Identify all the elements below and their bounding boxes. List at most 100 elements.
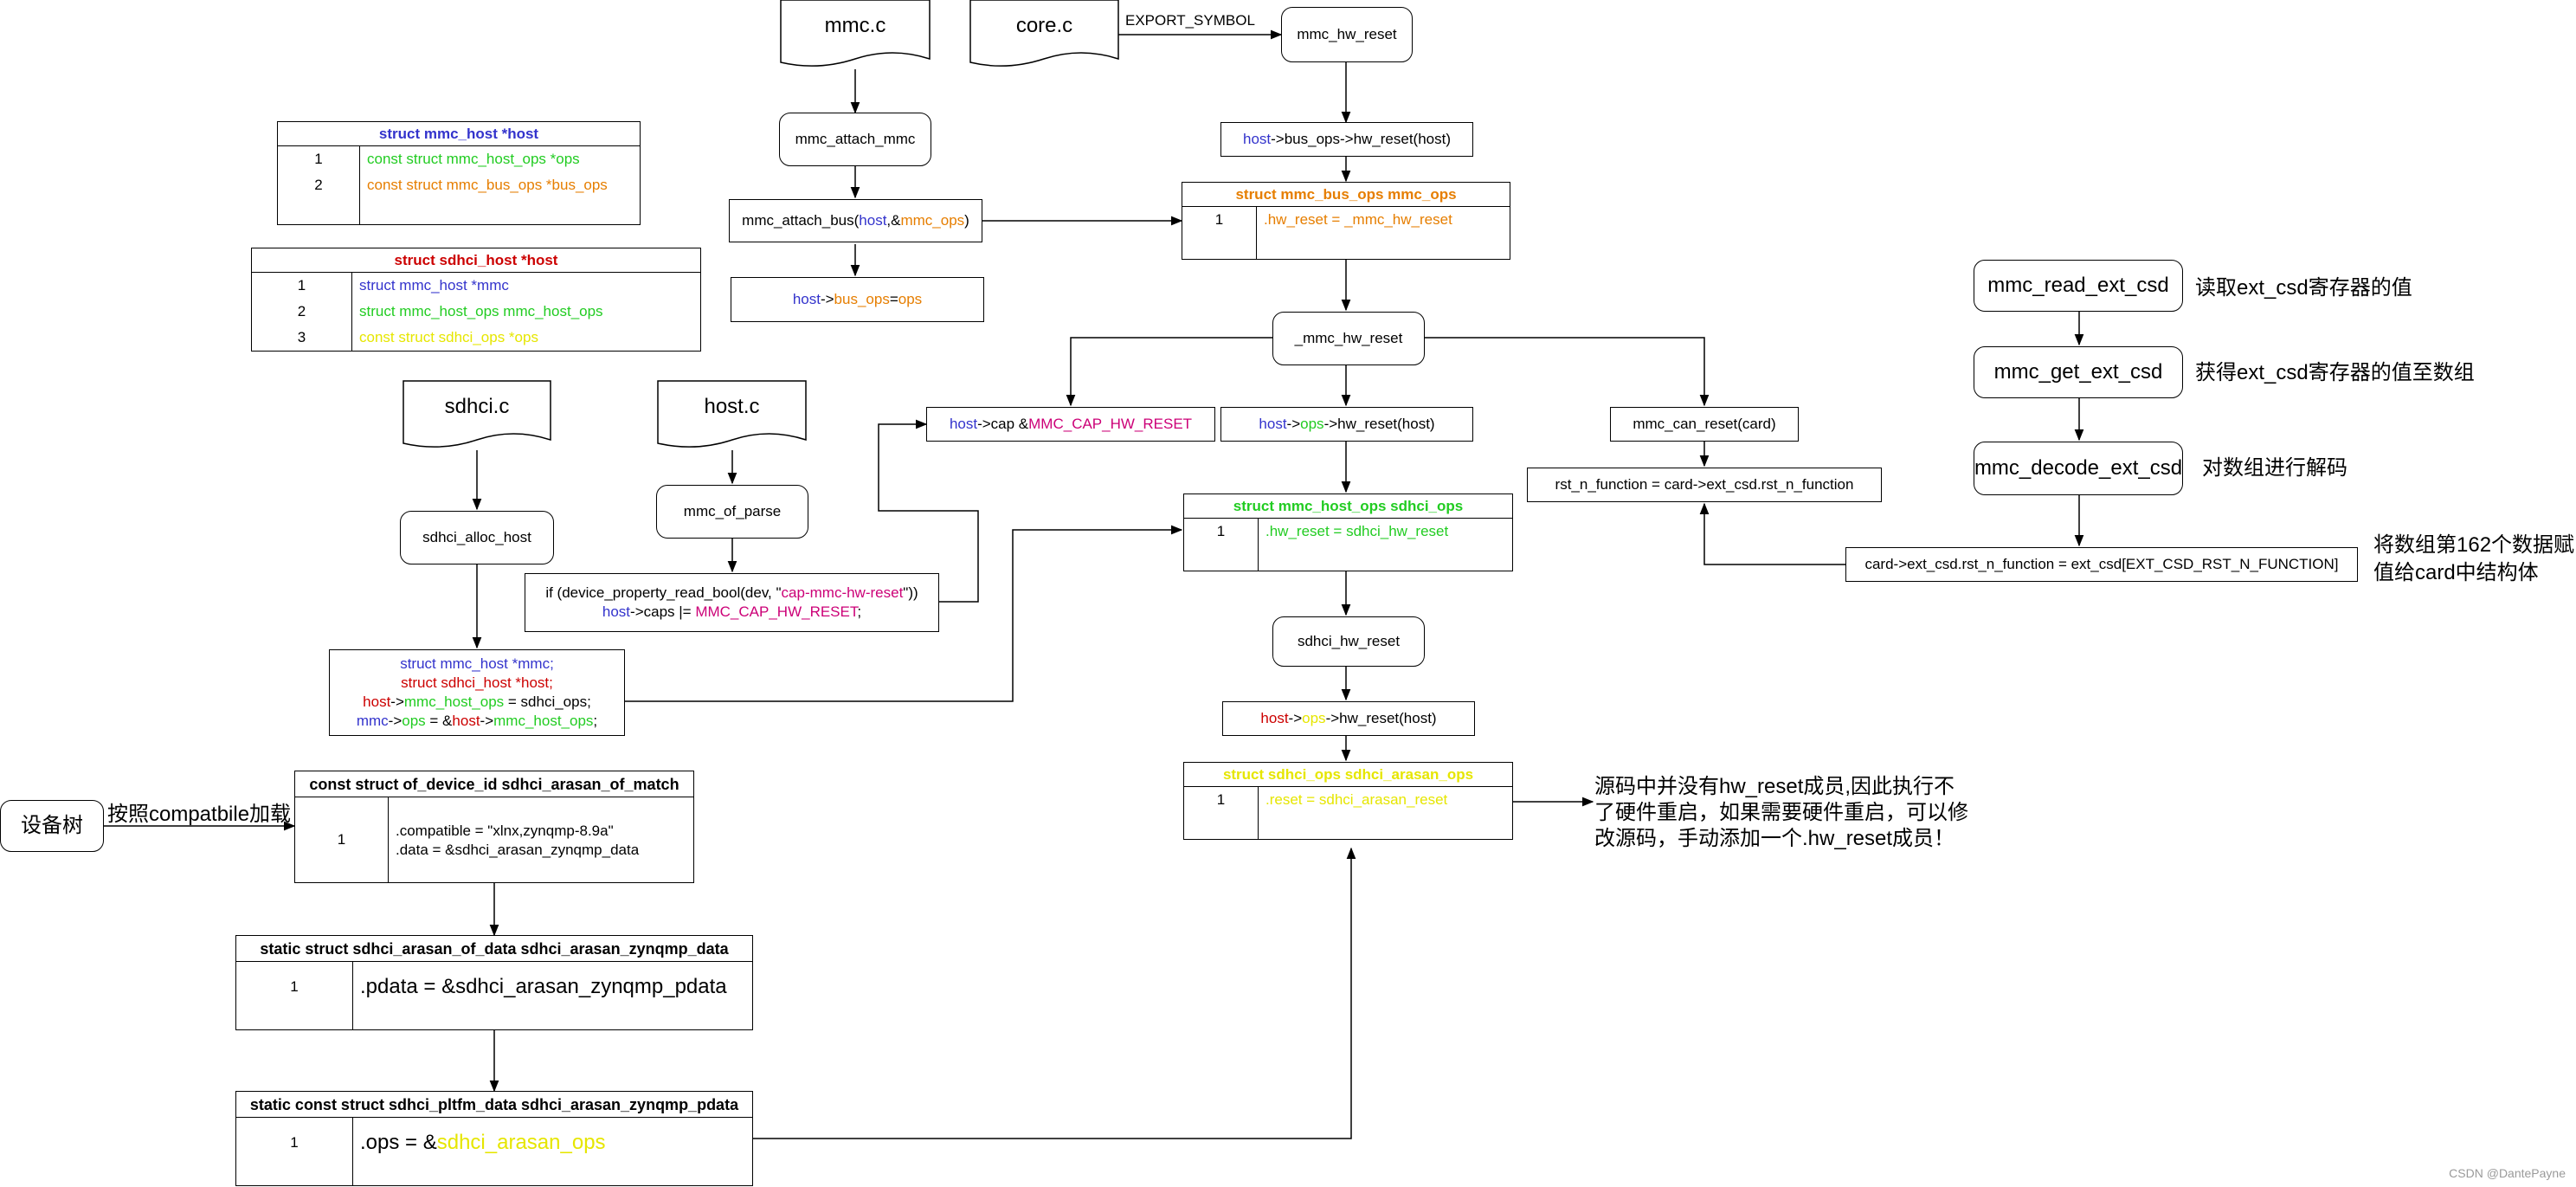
text-var: *mmc; [512, 655, 554, 672]
node-mmc-decode-ext-csd: mmc_decode_ext_csd [1974, 442, 2183, 495]
table-title: struct mmc_bus_ops mmc_ops [1182, 183, 1510, 207]
note-read-ext-csd: 读取ext_csd寄存器的值 [2195, 276, 2412, 300]
file-label: sdhci.c [444, 395, 510, 418]
note-line: 了硬件重启，如果需要硬件重启，可以修 [1594, 801, 1968, 824]
row-index: 1 [1216, 523, 1226, 539]
row-value: const struct mmc_host_ops *ops [367, 151, 580, 167]
text-caps: ->caps |= [630, 603, 696, 620]
table-pltfm-data: static const struct sdhci_pltfm_data sdh… [235, 1091, 753, 1186]
text-ops: ops [898, 290, 923, 307]
text-arrow: -> [820, 290, 834, 307]
note-decode-ext-csd: 对数组进行解码 [2202, 456, 2347, 480]
doc-shape-core-c [969, 0, 1119, 67]
row-index: 2 [297, 303, 306, 319]
table-mmc-bus-ops: struct mmc_bus_ops mmc_ops 1 .hw_reset =… [1182, 182, 1510, 260]
text-call: ->bus_ops->hw_reset(host) [1271, 130, 1452, 147]
text-arrow: -> [480, 713, 494, 730]
row-index: 3 [297, 329, 306, 345]
text-assign: = & [425, 713, 453, 730]
export-symbol-label: EXPORT_SYMBOL [1125, 12, 1255, 29]
doc-shape-sdhci-c [402, 380, 551, 448]
note-assign: 将数组第162个数据赋 值给card中结构体 [2373, 532, 2574, 587]
node-host-bus-ops-hw-reset: host->bus_ops->hw_reset(host) [1220, 122, 1473, 157]
text-arrow: -> [1288, 709, 1303, 726]
node-mmc-hw-reset: mmc_hw_reset [1281, 7, 1413, 62]
doc-shape-host-c [657, 380, 807, 448]
node-host-ops-hw-reset-2: host->ops->hw_reset(host) [1222, 701, 1475, 736]
table-title: struct sdhci_host *host [252, 248, 700, 273]
note-line: 将数组第162个数据赋 [2373, 533, 2575, 557]
file-sdhci-c: sdhci.c [403, 381, 551, 443]
table-of-match: const struct of_device_id sdhci_arasan_o… [294, 771, 694, 883]
text-host: host [452, 713, 480, 730]
if-line-1: if (device_property_read_bool(dev, "cap-… [545, 584, 918, 603]
text-call: ->hw_reset(host) [1323, 415, 1435, 432]
node-device-tree: 设备树 [0, 800, 104, 852]
row-value: const struct sdhci_ops *ops [359, 329, 538, 345]
row-index: 1 [314, 151, 323, 167]
file-label: mmc.c [824, 14, 886, 37]
row-index: 1 [1214, 211, 1224, 228]
text-arasan-ops: sdhci_arasan_ops [436, 1131, 606, 1154]
row-index: 1 [337, 831, 346, 848]
watermark: CSDN @DantePayne [2449, 1166, 2566, 1180]
file-label: host.c [704, 395, 760, 418]
text-arrow: -> [390, 693, 404, 710]
struct-line-3: host->mmc_host_ops = sdhci_ops; [363, 693, 591, 712]
struct-line-4: mmc->ops = &host->mmc_host_ops; [357, 712, 597, 731]
node-mmc-attach-bus: mmc_attach_bus(host,&mmc_ops) [729, 199, 982, 242]
table-sdhci-ops: struct sdhci_ops sdhci_arasan_ops 1 .res… [1183, 762, 1513, 840]
table-title: const struct of_device_id sdhci_arasan_o… [295, 771, 693, 797]
text-type: struct mmc_host [400, 655, 512, 672]
node-host-ops-hw-reset: host->ops->hw_reset(host) [1220, 407, 1473, 442]
text-host: host [1242, 130, 1272, 147]
text-mmc-host-ops: mmc_host_ops [493, 713, 594, 730]
row-value: struct mmc_host *mmc [359, 277, 509, 294]
file-core-c: core.c [970, 0, 1118, 62]
row-index: 1 [297, 277, 306, 294]
row-value: .reset = sdhci_arasan_reset [1265, 791, 1448, 808]
note-line: 值给card中结构体 [2373, 561, 2539, 584]
text-arrow: -> [388, 713, 402, 730]
row-value: .hw_reset = _mmc_hw_reset [1264, 211, 1452, 228]
text-semicolon: ; [593, 713, 598, 730]
text-arrow: -> [1286, 415, 1301, 432]
row-value: .hw_reset = sdhci_hw_reset [1265, 523, 1449, 539]
text-eq: = [889, 290, 898, 307]
node-mmc-read-ext-csd: mmc_read_ext_csd [1974, 260, 2183, 312]
text-cap-flag: MMC_CAP_HW_RESET [1028, 415, 1193, 432]
text-bus-ops: bus_ops [834, 290, 890, 307]
table-title: static const struct sdhci_pltfm_data sdh… [236, 1092, 752, 1118]
row-value: .compatible = "xlnx,zynqmp-8.9a" [396, 823, 614, 839]
text-close: ")) [903, 584, 918, 601]
note-line: 源码中并没有hw_reset成员,因此执行不 [1594, 775, 1955, 798]
row-value: .data = &sdhci_arasan_zynqmp_data [396, 842, 640, 858]
node-host-cap: host->cap & MMC_CAP_HW_RESET [926, 407, 1215, 442]
row-value: struct mmc_host_ops mmc_host_ops [359, 303, 603, 319]
text-host: host [1259, 415, 1287, 432]
text-mmc-host-ops: mmc_host_ops [403, 693, 505, 710]
compat-label: 按照compatbile加载 [107, 803, 292, 826]
text-ops: ops [1302, 709, 1326, 726]
file-mmc-c: mmc.c [781, 0, 930, 62]
text-semicolon: ; [857, 603, 862, 620]
row-value: const struct mmc_bus_ops *bus_ops [367, 177, 608, 193]
table-title: struct mmc_host_ops sdhci_ops [1184, 494, 1512, 519]
text-host: host [602, 603, 631, 620]
struct-line-2: struct sdhci_host *host; [401, 674, 553, 691]
text-cap-flag: MMC_CAP_HW_RESET [695, 603, 858, 620]
node-sdhci-hw-reset: sdhci_hw_reset [1272, 616, 1425, 667]
node-mmc-can-reset: mmc_can_reset(card) [1610, 407, 1799, 442]
row-value: .ops = &sdhci_arasan_ops [353, 1118, 752, 1168]
doc-shape-mmc-c [780, 0, 931, 67]
table-mmc-host: struct mmc_host *host 1 2 const struct m… [277, 121, 641, 225]
text-host: host [363, 693, 391, 710]
text-host: host [859, 211, 887, 229]
table-of-data: static struct sdhci_arasan_of_data sdhci… [235, 935, 753, 1030]
table-sdhci-host: struct sdhci_host *host 1 2 3 struct mmc… [251, 248, 701, 352]
row-index: 1 [1216, 791, 1226, 808]
node-if-device-property: if (device_property_read_bool(dev, "cap-… [525, 573, 939, 632]
table-title: struct mmc_host *host [278, 122, 640, 146]
table-title: struct sdhci_ops sdhci_arasan_ops [1184, 763, 1512, 787]
note-source-code: 源码中并没有hw_reset成员,因此执行不 了硬件重启，如果需要硬件重启，可以… [1594, 774, 1968, 852]
